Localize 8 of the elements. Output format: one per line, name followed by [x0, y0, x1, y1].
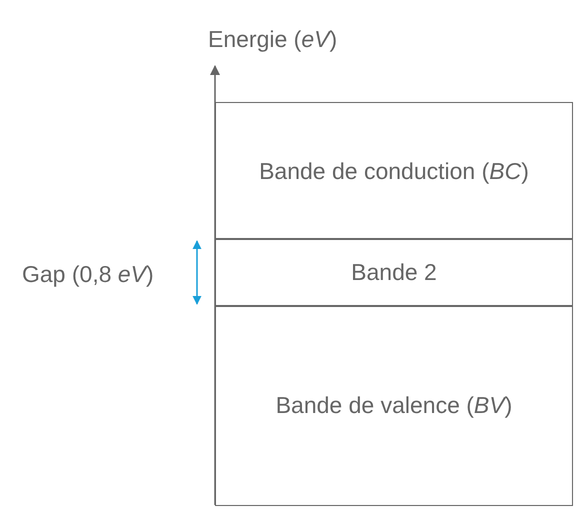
band-label: Bande de conduction (BC) — [259, 158, 529, 184]
band-label: Bande 2 — [351, 259, 437, 286]
band-box — [215, 305, 573, 506]
band-label: Bande de valence (BV) — [276, 392, 512, 419]
band-box — [215, 102, 573, 240]
gap-label: Gap (0,8 eV) — [22, 261, 154, 288]
axis-label: Energie (eV) — [208, 26, 338, 53]
band-box — [215, 238, 573, 307]
